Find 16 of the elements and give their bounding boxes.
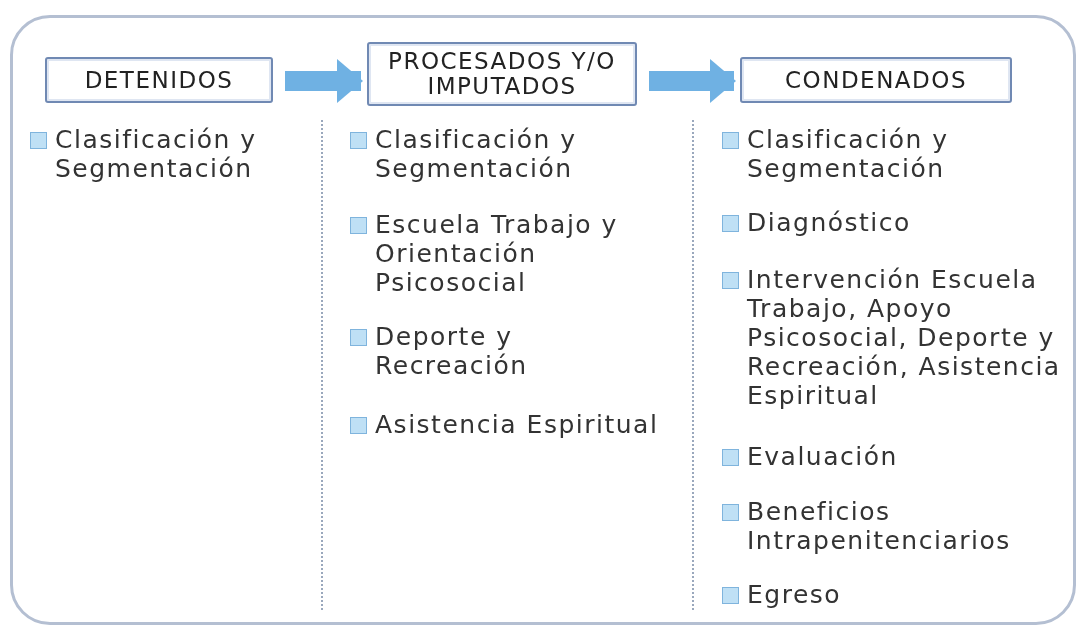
- list-item-text: Diagnóstico: [747, 208, 911, 237]
- stage-box: PROCESADOS Y/O IMPUTADOS: [367, 42, 637, 106]
- stage-box: DETENIDOS: [45, 57, 273, 103]
- block-arrow: [649, 59, 736, 103]
- stage-box: CONDENADOS: [740, 57, 1012, 103]
- block-arrow: [285, 59, 363, 103]
- list-item-text: Beneficios Intrapenitenciarios: [747, 497, 1012, 555]
- list-item-text: Intervención Escuela Trabajo, Apoyo Psicosocial, Deporte y Recreación, Asistencia Espiritual: [747, 265, 1062, 410]
- list-item-text: Egreso: [747, 580, 842, 609]
- list-item-text: Asistencia Espiritual: [375, 410, 659, 439]
- list-item-text: Clasificación y Segmentación: [55, 125, 258, 183]
- list-item-text: Clasificación y Segmentación: [375, 125, 578, 183]
- list-item-text: Clasificación y Segmentación: [747, 125, 950, 183]
- list-item-text: Evaluación: [747, 442, 898, 471]
- list-item-text: Escuela Trabajo y Orientación Psicosocial: [375, 210, 619, 297]
- list-item-text: Deporte y Recreación: [375, 322, 529, 380]
